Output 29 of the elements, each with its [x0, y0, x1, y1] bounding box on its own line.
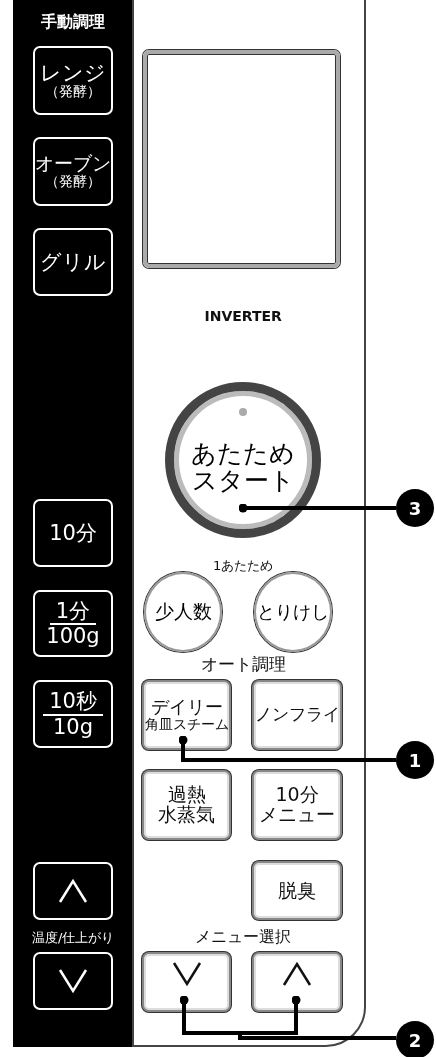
section-heading: メニュー選択 [195, 927, 291, 949]
panel-button [252, 952, 342, 1012]
panel-button: 1分 100g [33, 590, 113, 657]
leader-line [178, 735, 396, 762]
panel-button [142, 952, 231, 1012]
panel-button: 10分 [33, 499, 113, 567]
start-button: あたためスタート [165, 382, 321, 538]
panel-button: グリル [33, 228, 113, 296]
display-screen [143, 50, 340, 268]
panel-button [33, 952, 113, 1010]
callout-number: 3 [396, 489, 434, 527]
panel-button: ノンフライ [252, 680, 342, 750]
round-button: とりけし [254, 572, 332, 652]
round-button: 少人数 [144, 572, 222, 652]
panel-button [33, 862, 113, 920]
model-label: INVERTER [204, 307, 282, 324]
callout-number: 2 [396, 1021, 434, 1057]
panel-button: 10分メニュー [252, 770, 342, 840]
panel-button: デイリー 角皿スチーム [142, 680, 231, 750]
button-caption: 温度/仕上がり [32, 929, 115, 948]
leader-line [238, 503, 396, 513]
section-heading: 手動調理 [41, 12, 105, 34]
callout-number: 1 [396, 741, 434, 779]
section-heading: オート調理 [200, 652, 286, 676]
panel-button: 脱臭 [252, 861, 342, 920]
panel-button: オーブン （発酵） [33, 137, 113, 206]
panel-button: 10秒 10g [33, 680, 113, 748]
panel-button: レンジ （発酵） [33, 46, 113, 115]
panel-button: 過熱水蒸気 [142, 770, 231, 840]
